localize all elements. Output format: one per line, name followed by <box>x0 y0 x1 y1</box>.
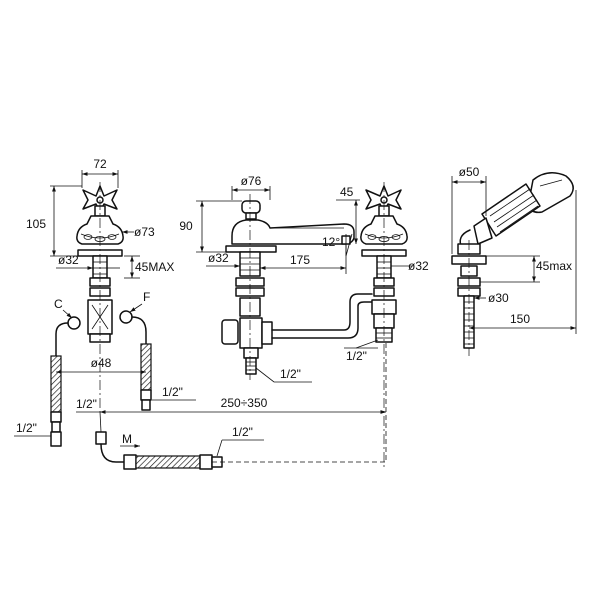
hand-shower-dimensions: ø50 45max ø30 150 <box>451 165 577 356</box>
left-valve-dimensions: 72 105 ø73 ø32 45MAX C F ø48 1/2" 1/2" <box>14 157 196 437</box>
dim-250-350: 250÷350 <box>221 396 268 410</box>
label-m: M <box>122 432 132 446</box>
dim-90: 90 <box>179 219 193 233</box>
dim-dia-30: ø30 <box>488 291 509 305</box>
dim-half-inch-b: 1/2" <box>16 421 37 435</box>
center-spout-dimensions: ø76 90 45 12° ø32 175 1/2" <box>179 174 360 383</box>
bottom-hose: M 1/2" 1/2" 250÷350 <box>76 342 387 470</box>
dim-dia-32-mid: ø32 <box>208 251 229 265</box>
dim-105: 105 <box>26 217 46 231</box>
dim-half-inch-f: 1/2" <box>232 425 253 439</box>
dim-175: 175 <box>290 253 310 267</box>
dim-45: 45 <box>340 185 354 199</box>
dim-half-inch-e: 1/2" <box>346 349 367 363</box>
dim-half-inch-c: 1/2" <box>76 397 97 411</box>
dim-dia-50: ø50 <box>459 165 480 179</box>
dim-45max-right: 45max <box>536 259 572 273</box>
dim-half-inch-d: 1/2" <box>280 367 301 381</box>
dim-dia-32-left: ø32 <box>58 253 79 267</box>
center-spout <box>221 200 373 375</box>
dim-45max-left: 45MAX <box>135 260 174 274</box>
dim-150: 150 <box>510 312 530 326</box>
dim-angle-12: 12° <box>322 235 340 249</box>
label-c: C <box>54 297 63 311</box>
label-f: F <box>143 290 150 304</box>
right-valve: ø32 1/2" <box>344 182 429 470</box>
dim-half-inch-a: 1/2" <box>162 385 183 399</box>
dim-dia-48: ø48 <box>91 356 112 370</box>
dim-dia-73: ø73 <box>134 225 155 239</box>
dim-dia-76: ø76 <box>241 174 262 188</box>
dim-72: 72 <box>93 157 107 171</box>
dim-dia-32-right: ø32 <box>408 259 429 273</box>
